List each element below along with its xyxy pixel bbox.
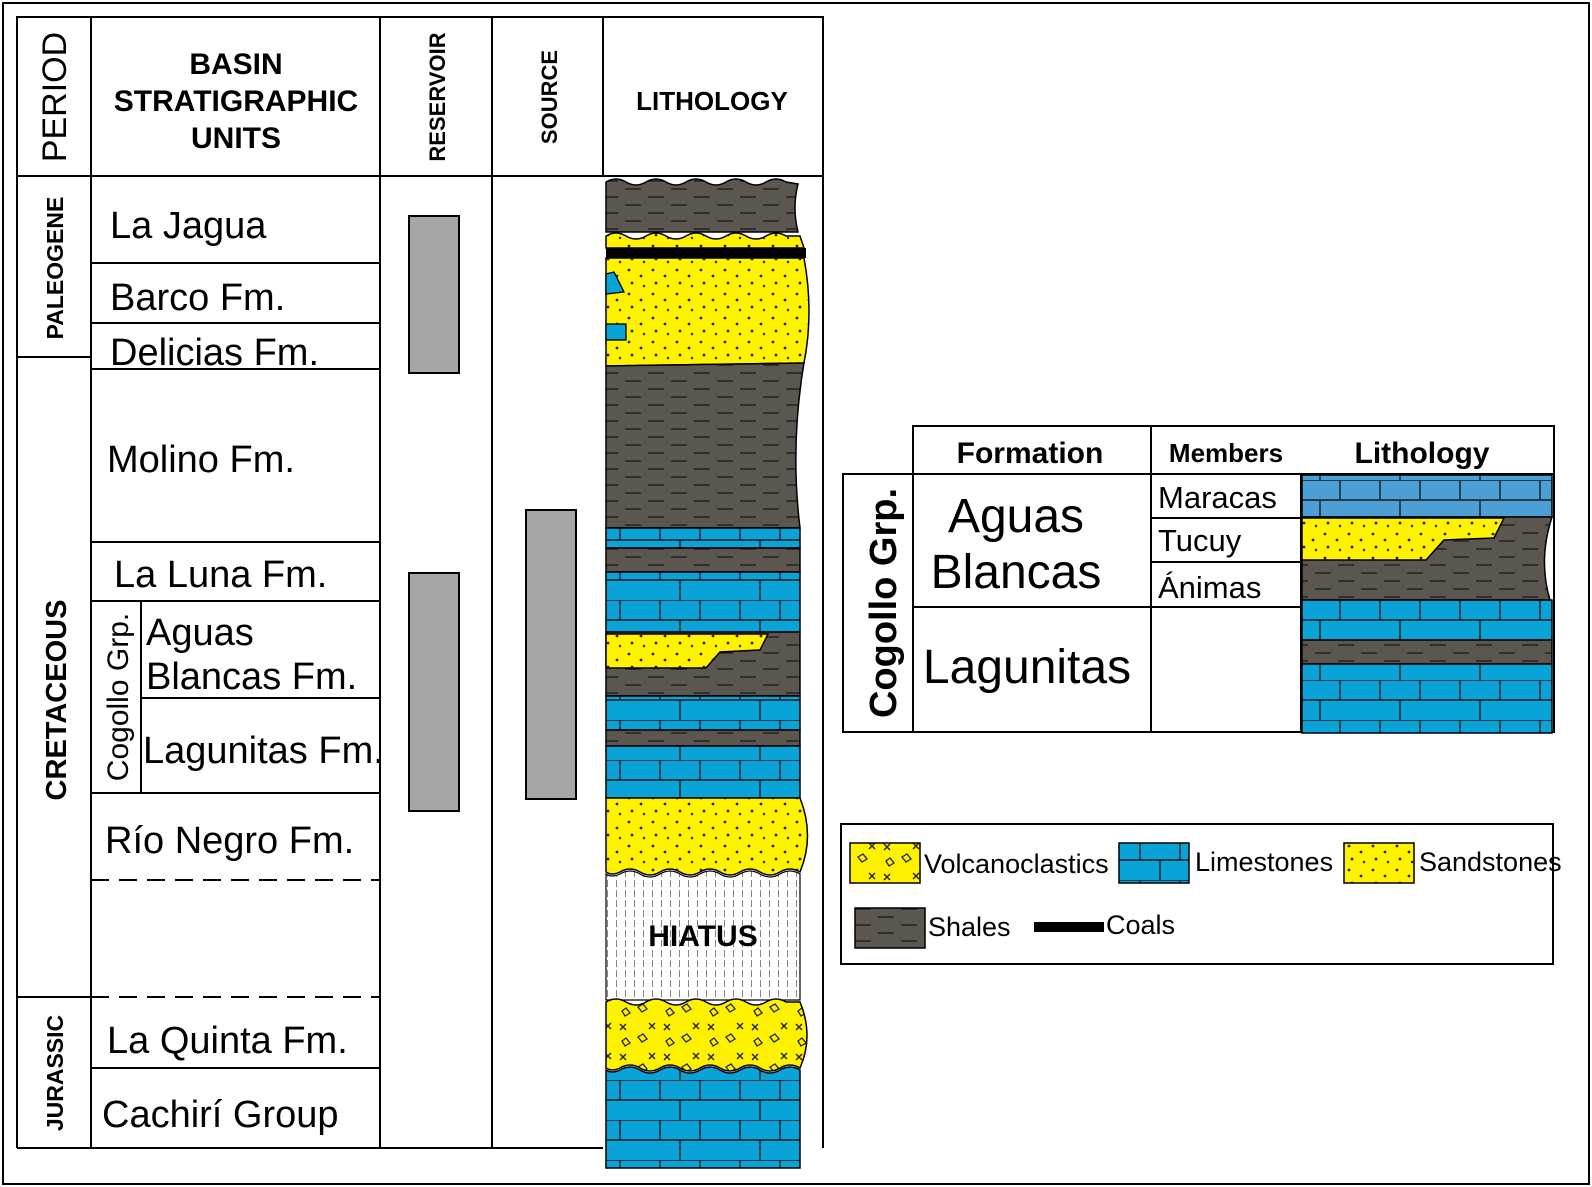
lith-lime-lagunitas-2: [605, 745, 801, 799]
unit-aguas-blancas-1: Aguas: [146, 612, 254, 654]
detail-lith-maracas: [1301, 474, 1553, 518]
detail-aguas-1: Aguas: [948, 490, 1084, 543]
unit-la-jagua: La Jagua: [110, 205, 267, 247]
period-cretaceous: CRETACEOUS: [41, 600, 73, 801]
detail-member-tucuy: Tucuy: [1158, 523, 1242, 558]
legend-label-coals: Coals: [1106, 910, 1175, 940]
detail-lith-lime-1: [1301, 599, 1553, 641]
source-bar: [525, 509, 577, 800]
legend-label-shales: Shales: [928, 912, 1011, 942]
unit-la-luna: La Luna Fm.: [114, 554, 327, 596]
reservoir-bar-lower: [408, 572, 460, 812]
lithology-column: HIATUS: [605, 178, 810, 1169]
lith-lime-lens-2: [605, 323, 627, 341]
detail-member-animas: Ánimas: [1158, 570, 1261, 605]
header-reservoir: RESERVOIR: [425, 32, 450, 161]
hiatus-label: HIATUS: [648, 920, 757, 953]
legend-swatch-coals: [1034, 922, 1104, 932]
period-jurassic: JURASSIC: [42, 1015, 68, 1131]
legend-swatch-limestones: [1118, 842, 1190, 884]
header-units-line3: UNITS: [191, 122, 281, 155]
lith-lime-lens-1: [605, 271, 625, 295]
header-units-line1: BASIN: [189, 48, 282, 81]
legend-label-volcanoclastics: Volcanoclastics: [924, 849, 1109, 879]
header-units-line2: STRATIGRAPHIC: [114, 85, 358, 118]
legend-swatch-shales: [854, 907, 926, 949]
legend-swatch-sandstones: [1343, 842, 1415, 884]
detail-header-members: Members: [1169, 438, 1283, 468]
legend-label-limestones: Limestones: [1195, 847, 1333, 877]
detail-group-label: Cogollo Grp.: [863, 488, 905, 718]
detail-aguas-2: Blancas: [931, 546, 1102, 599]
header-lithology: LITHOLOGY: [636, 86, 788, 116]
unit-cachiri: Cachirí Group: [102, 1094, 339, 1136]
detail-header-formation: Formation: [957, 437, 1104, 470]
detail-table: [842, 425, 1555, 733]
lith-lime-lagunitas-1: [605, 695, 801, 731]
detail-header-lithology: Lithology: [1355, 437, 1490, 470]
lith-sand-barco: [605, 257, 810, 367]
unit-lagunitas: Lagunitas Fm.: [143, 730, 384, 772]
detail-lithology: [1301, 474, 1554, 734]
legend-label-sandstones: Sandstones: [1419, 847, 1562, 877]
lith-shale-luna-top: [605, 547, 801, 573]
detail-lith-shale-lower: [1301, 639, 1553, 665]
lith-volcanoclastics: [605, 998, 808, 1072]
lith-sand-rio-negro: [605, 797, 809, 876]
period-paleogene: PALEOGENE: [42, 197, 68, 340]
legend: Volcanoclastics Limestones Sandstones Sh…: [840, 823, 1562, 965]
main-table: [16, 16, 824, 1149]
lith-lime-thin: [605, 527, 801, 549]
reservoir-bar-upper: [408, 215, 460, 374]
unit-cogollo-group: Cogollo Grp.: [102, 613, 135, 781]
lith-sand-aguas: [605, 633, 770, 669]
unit-barco: Barco Fm.: [110, 277, 285, 319]
detail-lith-sand: [1301, 517, 1506, 561]
lith-lime-cachiri: [605, 1066, 801, 1169]
unit-aguas-blancas-2: Blancas Fm.: [146, 656, 357, 698]
lith-sand-thin: [605, 232, 806, 249]
legend-swatch-volcanoclastics: [849, 842, 921, 884]
unit-delicias: Delicias Fm.: [110, 332, 319, 374]
unit-rio-negro: Río Negro Fm.: [105, 820, 354, 862]
lith-lime-la-luna: [605, 571, 801, 633]
detail-lagunitas: Lagunitas: [923, 641, 1131, 694]
unit-molino: Molino Fm.: [107, 439, 295, 481]
lith-shale-la-jagua: [605, 178, 799, 233]
unit-la-quinta: La Quinta Fm.: [107, 1020, 348, 1062]
header-source: SOURCE: [537, 50, 562, 144]
header-period: PERIOD: [36, 32, 74, 162]
lith-hiatus: [605, 870, 801, 1001]
lith-shale-lagunitas: [605, 729, 801, 747]
lith-shale-molino: [605, 362, 805, 529]
lith-coal: [606, 248, 806, 258]
detail-lith-lime-2: [1301, 663, 1553, 734]
detail-member-maracas: Maracas: [1158, 480, 1277, 515]
